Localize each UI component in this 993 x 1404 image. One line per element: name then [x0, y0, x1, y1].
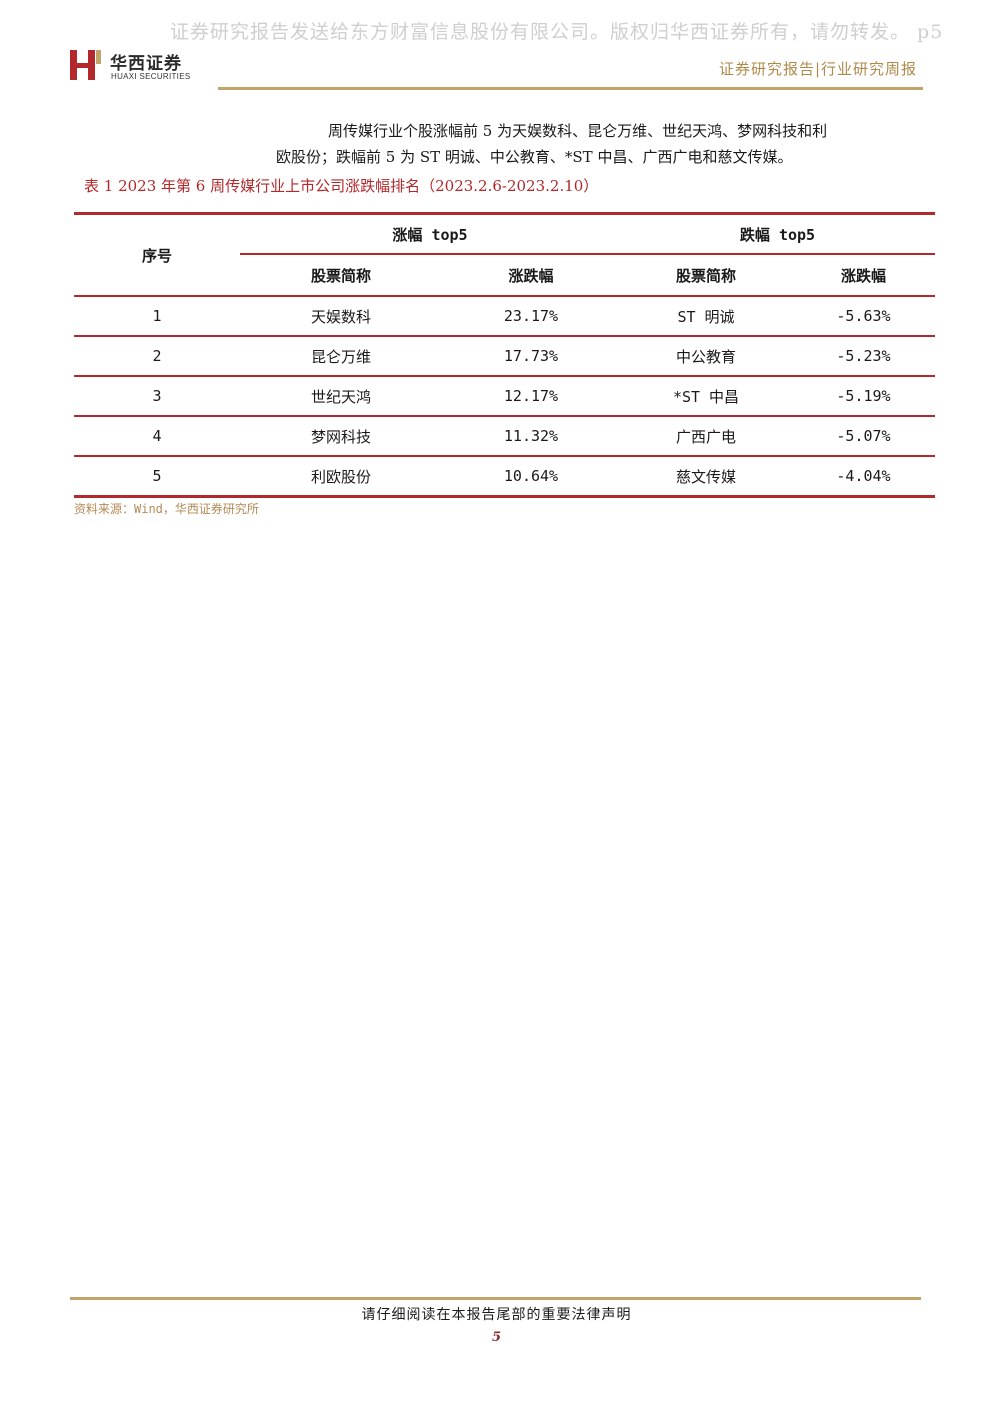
intro-line-2: 欧股份；跌幅前 5 为 ST 明诚、中公教育、*ST 中昌、广西广电和慈文传媒。: [276, 148, 793, 166]
loss-name-cell: *ST 中昌: [620, 376, 792, 417]
gain-change-header: 涨跌幅: [442, 253, 620, 297]
gain-change-cell: 11.32%: [442, 416, 620, 457]
loss-change-header: 涨跌幅: [792, 253, 935, 297]
seq-cell: 4: [74, 416, 240, 457]
logo-chinese-name: 华西证券: [110, 54, 182, 74]
table-row: 1 天娱数科 23.17% ST 明诚 -5.63%: [74, 296, 935, 337]
document-type-label: 证券研究报告|行业研究周报: [718, 60, 917, 78]
table-column-header-row: 股票简称 涨跌幅 股票简称 涨跌幅: [74, 253, 935, 297]
table-source-note: 资料来源：Wind，华西证券研究所: [74, 502, 259, 516]
loss-name-cell: 中公教育: [620, 336, 792, 377]
huaxi-logo-icon: [70, 50, 101, 80]
table-group-header-row: 序号 涨幅 top5 跌幅 top5: [74, 212, 935, 297]
table-row: 3 世纪天鸿 12.17% *ST 中昌 -5.19%: [74, 376, 935, 417]
seq-cell: 3: [74, 376, 240, 417]
gain-name-cell: 利欧股份: [240, 456, 442, 498]
gain-change-cell: 10.64%: [442, 456, 620, 498]
gain-change-cell: 17.73%: [442, 336, 620, 377]
legal-notice: 请仔细阅读在本报告尾部的重要法律声明: [361, 1307, 632, 1323]
gain-name-cell: 世纪天鸿: [240, 376, 442, 417]
table-row: 5 利欧股份 10.64% 慈文传媒 -4.04%: [74, 456, 935, 498]
seq-cell: 5: [74, 456, 240, 498]
loss-change-cell: -5.07%: [792, 416, 935, 457]
intro-line-1: 周传媒行业个股涨幅前 5 为天娱数科、昆仑万维、世纪天鸿、梦网科技和利: [328, 122, 828, 140]
table-caption: 表 1 2023 年第 6 周传媒行业上市公司涨跌幅排名（2023.2.6-20…: [84, 177, 599, 195]
loss-name-cell: 慈文传媒: [620, 456, 792, 498]
loss-change-cell: -4.04%: [792, 456, 935, 498]
gain-name-header: 股票简称: [240, 253, 442, 297]
page-number: 5: [491, 1330, 502, 1345]
seq-cell: 2: [74, 336, 240, 377]
loss-change-cell: -5.19%: [792, 376, 935, 417]
gain-name-cell: 天娱数科: [240, 296, 442, 337]
intro-paragraph: 周传媒行业个股涨幅前 5 为天娱数科、昆仑万维、世纪天鸿、梦网科技和利 欧股份；…: [276, 118, 940, 170]
loss-change-cell: -5.23%: [792, 336, 935, 377]
gain-name-cell: 昆仑万维: [240, 336, 442, 377]
loss-name-cell: 广西广电: [620, 416, 792, 457]
table-row: 4 梦网科技 11.32% 广西广电 -5.07%: [74, 416, 935, 457]
gain-name-cell: 梦网科技: [240, 416, 442, 457]
seq-header: 序号: [74, 212, 240, 297]
loss-name-cell: ST 明诚: [620, 296, 792, 337]
gain-change-cell: 12.17%: [442, 376, 620, 417]
table-row: 2 昆仑万维 17.73% 中公教育 -5.23%: [74, 336, 935, 377]
watermark-text: 证券研究报告发送给东方财富信息股份有限公司。版权归华西证券所有，请勿转发。 p5: [170, 21, 944, 43]
seq-cell: 1: [74, 296, 240, 337]
footer-divider: [70, 1297, 921, 1300]
logo-english-name: HUAXI SECURITIES: [111, 72, 191, 81]
ranking-table: 序号 涨幅 top5 跌幅 top5 股票简称 涨跌幅 股票简称 涨跌幅 1 天…: [74, 212, 935, 498]
gain-change-cell: 23.17%: [442, 296, 620, 337]
loss-change-cell: -5.63%: [792, 296, 935, 337]
header-divider: [218, 87, 923, 90]
loss-group-header: 跌幅 top5: [620, 212, 935, 254]
company-logo: 华西证券 HUAXI SECURITIES: [70, 48, 230, 88]
gain-group-header: 涨幅 top5: [240, 212, 620, 254]
loss-name-header: 股票简称: [620, 253, 792, 297]
